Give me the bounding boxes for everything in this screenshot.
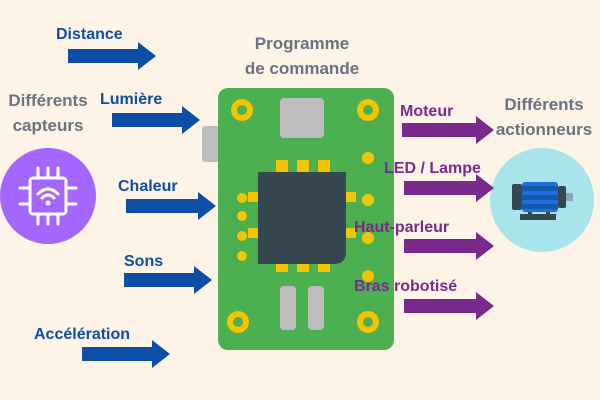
chip bbox=[258, 172, 346, 264]
motor-icon bbox=[512, 182, 573, 220]
sensor-circle bbox=[0, 148, 96, 244]
output-label-moteur: Moteur bbox=[400, 103, 454, 120]
output-arrow-led-lampe bbox=[404, 174, 494, 202]
input-label-chaleur: Chaleur bbox=[118, 178, 178, 195]
title-line-1: Programme bbox=[254, 34, 350, 53]
input-label-lumiere: Lumière bbox=[100, 91, 163, 108]
title-line-2: de commande bbox=[244, 59, 360, 78]
input-arrow-acceleration bbox=[82, 340, 170, 368]
output-arrow-haut-parleur bbox=[404, 232, 494, 260]
input-label-distance: Distance bbox=[56, 26, 123, 43]
title: Programme de commande bbox=[222, 31, 382, 81]
output-label-haut-parleur: Haut-parleur bbox=[354, 219, 450, 236]
output-arrow-bras-robotise bbox=[404, 292, 494, 320]
input-label-acceleration: Accélération bbox=[34, 326, 131, 343]
output-arrow-moteur bbox=[402, 116, 494, 144]
sensors-heading: Différents capteurs bbox=[0, 88, 96, 138]
actuators-heading-line-1: Différents bbox=[504, 95, 584, 114]
actuators-heading-line-2: actionneurs bbox=[495, 120, 593, 139]
actuators-heading: Différents actionneurs bbox=[488, 92, 600, 142]
actuator-circle bbox=[490, 148, 594, 252]
usb-port bbox=[202, 126, 222, 162]
microcontroller-board-icon bbox=[202, 88, 394, 350]
input-arrow-lumiere bbox=[112, 106, 200, 134]
wifi-chip-icon bbox=[18, 166, 78, 226]
input-arrow-distance bbox=[68, 42, 156, 70]
output-label-led-lampe: LED / Lampe bbox=[384, 160, 481, 177]
input-arrow-sons bbox=[124, 266, 212, 294]
output-label-bras-robotise: Bras robotisé bbox=[354, 278, 458, 295]
input-label-sons: Sons bbox=[124, 253, 164, 270]
input-arrow-chaleur bbox=[126, 192, 216, 220]
sensors-heading-line-1: Différents bbox=[8, 91, 88, 110]
sensors-heading-line-2: capteurs bbox=[12, 116, 84, 135]
